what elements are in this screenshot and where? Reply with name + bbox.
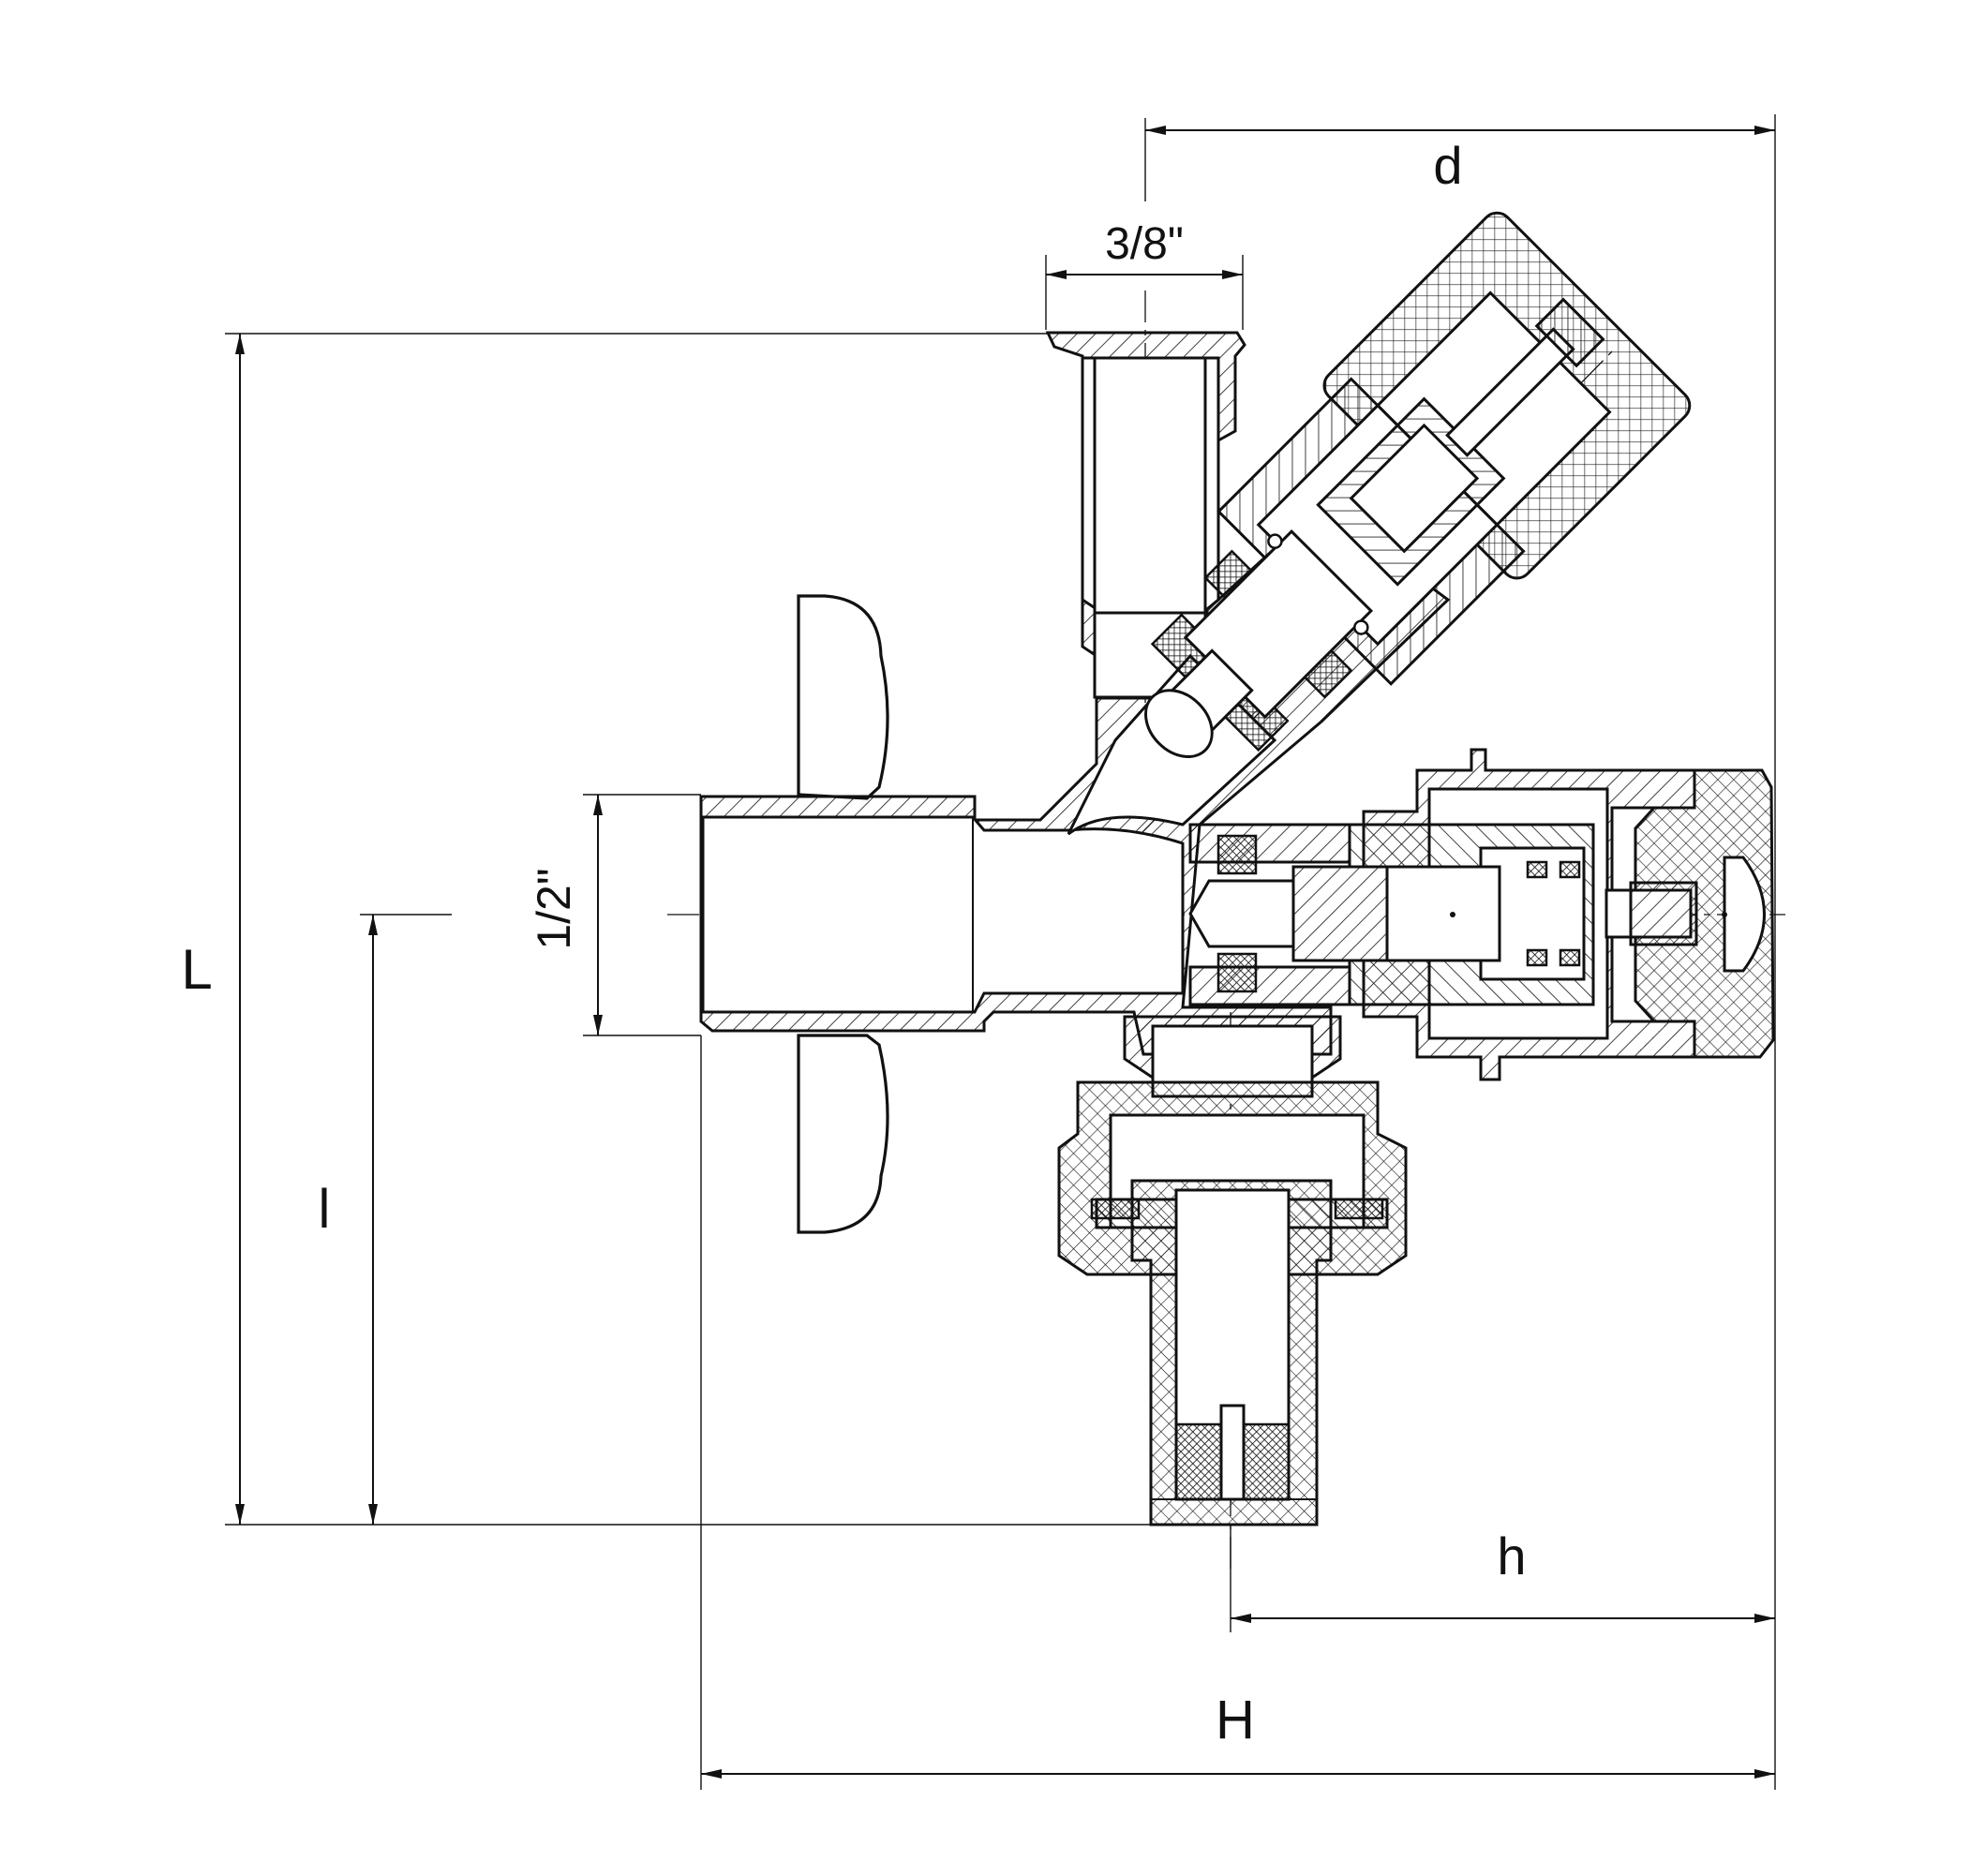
dimension-lines: [225, 114, 1776, 1790]
label-l: l: [319, 1179, 331, 1240]
label-h: h: [1497, 1526, 1526, 1586]
lower-outlet-assembly: [1057, 1015, 1408, 1526]
diagonal-valve-assembly: [1144, 211, 1692, 758]
label-H: H: [1216, 1690, 1255, 1750]
label-half: 1/2": [528, 868, 580, 949]
label-d: d: [1433, 136, 1462, 195]
label-L: L: [181, 938, 212, 1001]
handle-wing: [797, 594, 889, 1234]
right-valve-assembly: [1188, 748, 1775, 1081]
label-three-eighths: 3/8": [1105, 219, 1184, 269]
